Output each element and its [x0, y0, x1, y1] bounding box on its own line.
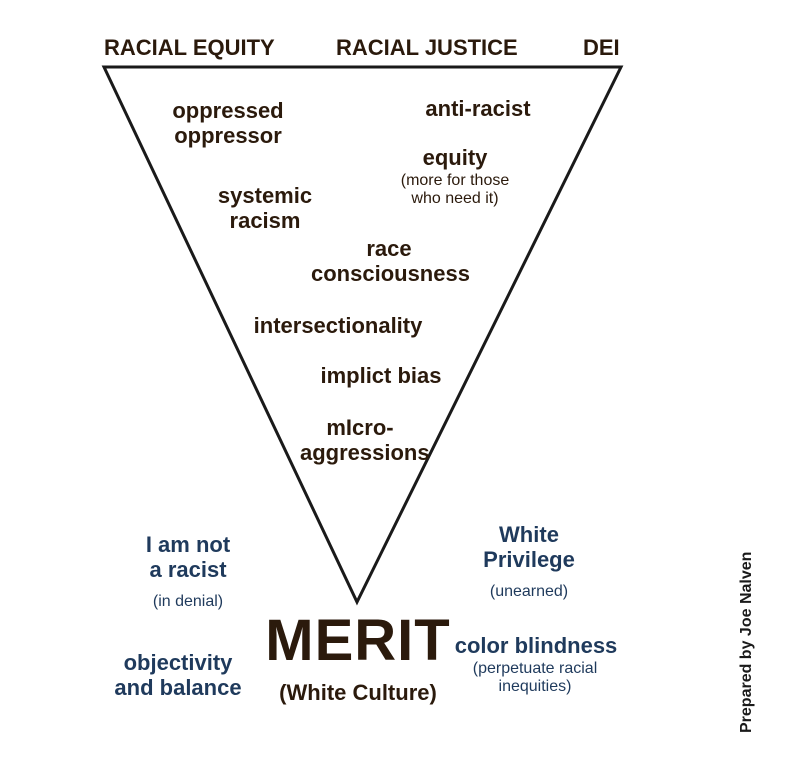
term-oppressed-oppressor: oppressed oppressor: [172, 98, 284, 149]
term-equity-note: (more for those who need it): [400, 172, 510, 208]
term-microaggressions: mIcro- aggressions: [300, 415, 430, 466]
term-color-blindness: color blindness: [454, 633, 618, 658]
base-merit: MERIT: [265, 608, 451, 673]
term-not-racist-note: (in denial): [152, 593, 224, 610]
header-dei: DEI: [583, 35, 620, 60]
header-racial-justice: RACIAL JUSTICE: [336, 35, 518, 60]
term-race-consciousness: race consciousness: [311, 236, 470, 287]
header-racial-equity: RACIAL EQUITY: [104, 35, 275, 60]
base-merit-note: (White Culture): [279, 680, 437, 705]
term-intersectionality: intersectionality: [253, 313, 423, 338]
term-white-privilege: White Privilege: [483, 522, 575, 573]
term-equity: equity: [422, 145, 488, 170]
term-anti-racist: anti-racist: [425, 96, 531, 121]
term-systemic-racism: systemic racism: [217, 183, 313, 234]
term-color-blindness-note: (perpetuate racial inequities): [472, 660, 598, 696]
term-implicit-bias: implict bias: [320, 363, 442, 388]
triangle-outline: [101, 65, 624, 606]
term-not-racist: I am not a racist: [145, 532, 231, 583]
credit-text: Prepared by Joe Nalven: [738, 551, 755, 733]
term-white-privilege-note: (unearned): [489, 583, 569, 600]
term-objectivity-balance: objectivity and balance: [114, 650, 242, 701]
